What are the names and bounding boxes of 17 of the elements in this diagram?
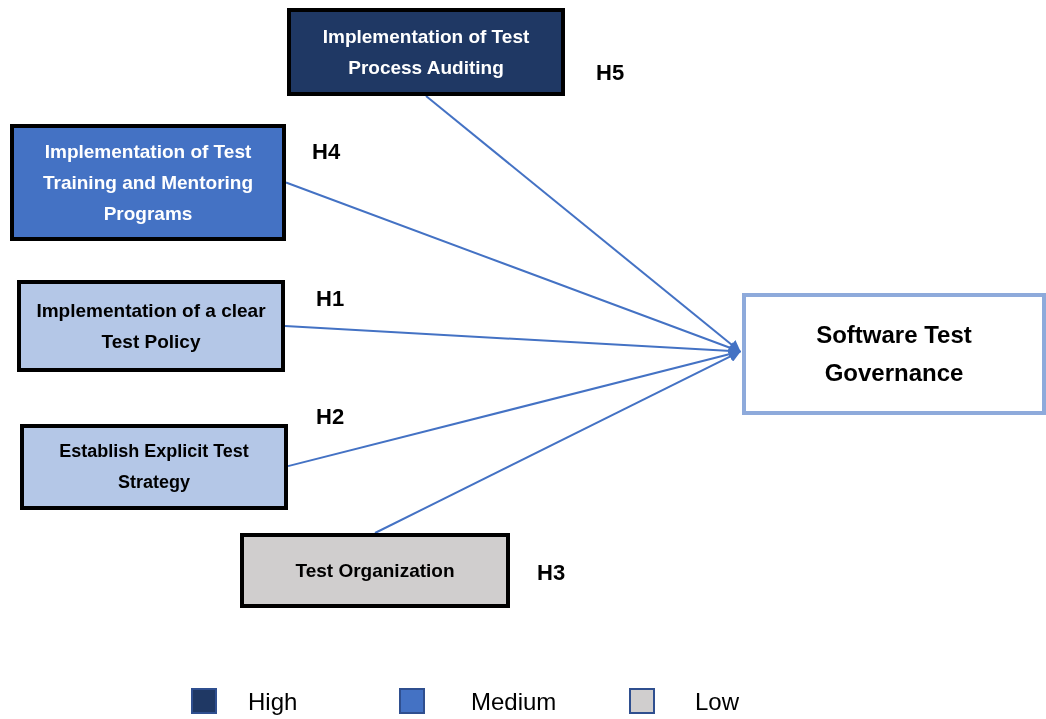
factor-box: Implementation of a clear Test Policy	[17, 280, 285, 372]
factor-box: Implementation of Test Process Auditing	[287, 8, 565, 96]
hypothesis-label: H2	[316, 404, 345, 430]
factor-box: Establish Explicit Test Strategy	[20, 424, 288, 510]
hypothesis-label: H3	[537, 560, 566, 586]
factor-box: Test Organization	[240, 533, 510, 608]
legend-label: Low	[695, 688, 740, 716]
legend-label: Medium	[471, 688, 557, 716]
hypothesis-label: H1	[316, 286, 345, 312]
hypothesis-label: H5	[596, 60, 625, 86]
arrow	[425, 95, 741, 353]
factor-box: Implementation of Test Training and Mentoring Programs	[10, 124, 286, 241]
legend-label: High	[248, 688, 298, 716]
arrow	[374, 350, 742, 534]
arrow	[285, 181, 742, 354]
hypothesis-label: H4	[312, 139, 341, 165]
factor-box: Software Test Governance	[742, 293, 1046, 415]
